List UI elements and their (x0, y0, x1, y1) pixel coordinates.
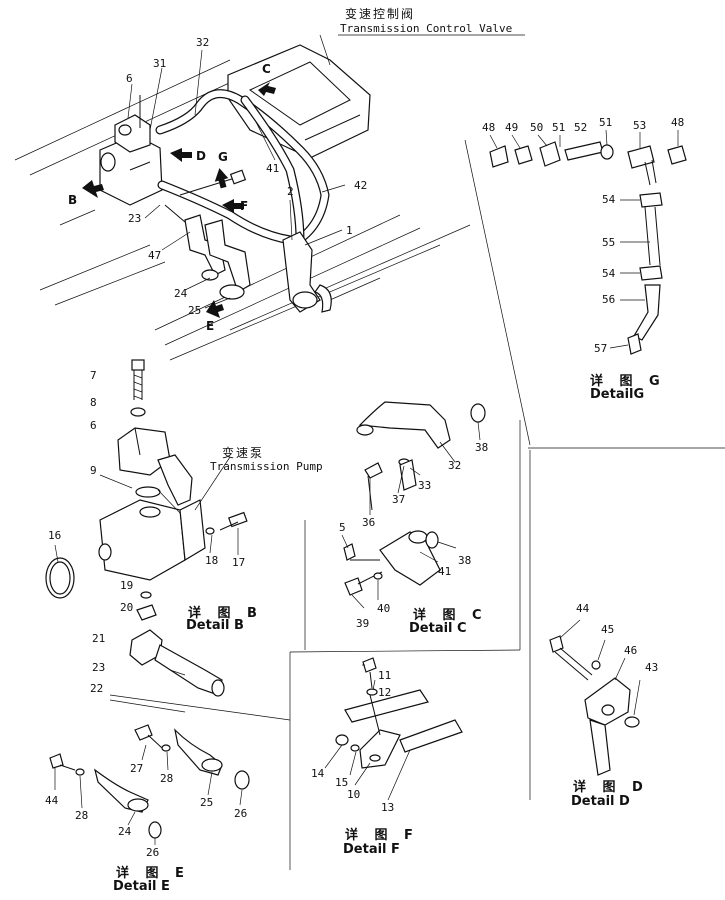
part-number: 44 (45, 794, 59, 807)
part-number: 52 (574, 121, 588, 134)
detail-d-title-cn: 详 图 D (573, 780, 649, 795)
part-number: 41 (438, 565, 452, 578)
part-number: 24 (174, 287, 188, 300)
part-number: 28 (75, 809, 89, 822)
view-arrows-main (82, 82, 276, 318)
pump-assembly-main (99, 95, 163, 206)
part-number: 25 (188, 304, 202, 317)
part-number: 1 (346, 224, 353, 237)
part-number: 53 (633, 119, 647, 132)
detail-g-parts (464, 139, 725, 800)
part-number: 19 (120, 579, 134, 592)
view-arrow-e: E (206, 319, 215, 333)
part-number: 11 (378, 669, 392, 682)
part-number: 55 (602, 236, 616, 249)
part-number: 41 (266, 162, 280, 175)
part-number: 13 (381, 801, 395, 814)
part-number: 56 (602, 293, 616, 306)
detail-c-title-cn: 详 图 C (413, 608, 488, 623)
detail-g-title-en: DetailG (590, 387, 645, 402)
detail-f-parts (335, 657, 463, 769)
part-number: 47 (148, 249, 162, 262)
part-number: 8 (90, 396, 97, 409)
part-number: 36 (362, 516, 376, 529)
part-number: 14 (311, 767, 325, 780)
part-number: 43 (645, 661, 659, 674)
part-number: 22 (90, 682, 104, 695)
view-arrow-d: D (196, 149, 206, 163)
control-valve-title-cn: 变速控制阀 (345, 7, 416, 21)
part-number: 24 (118, 825, 132, 838)
part-number: 27 (130, 762, 144, 775)
detail-e-parts (49, 724, 250, 839)
view-arrow-b: B (68, 193, 78, 207)
part-number: 46 (624, 644, 638, 657)
part-number: 51 (599, 116, 613, 129)
leader-lines (54, 49, 679, 845)
part-number: 38 (475, 441, 489, 454)
part-number: 9 (90, 464, 97, 477)
part-number: 23 (128, 212, 142, 225)
part-number: 26 (234, 807, 248, 820)
hoses-main (155, 89, 332, 313)
part-number: 57 (594, 342, 608, 355)
pump-title-en: Transmission Pump (210, 460, 323, 473)
part-number: 48 (482, 121, 496, 134)
part-number: 2 (287, 185, 294, 198)
detail-b-parts (45, 359, 291, 721)
part-number: 40 (377, 602, 391, 615)
view-arrow-g: G (218, 150, 228, 164)
part-number: 5 (339, 521, 346, 534)
part-number: 18 (205, 554, 219, 567)
part-number: 45 (601, 623, 615, 636)
detail-f-title-en: Detail F (343, 842, 400, 857)
part-number: 21 (92, 632, 106, 645)
part-number: 10 (347, 788, 361, 801)
part-number: 15 (335, 776, 349, 789)
part-number: 17 (232, 556, 246, 569)
part-number: 28 (160, 772, 174, 785)
part-number: 39 (356, 617, 370, 630)
part-number: 7 (90, 369, 97, 382)
part-number: 42 (354, 179, 368, 192)
pump-title-cn: 变速泵 (222, 446, 265, 460)
detail-d-title-en: Detail D (571, 794, 630, 809)
part-number: 32 (448, 459, 462, 472)
section-dividers (289, 420, 521, 870)
control-valve-title-en: Transmission Control Valve (340, 22, 513, 35)
part-number: 32 (196, 36, 210, 49)
part-number: 54 (602, 193, 616, 206)
detail-c-parts (343, 401, 486, 596)
part-number: 38 (458, 554, 472, 567)
part-number: 37 (392, 493, 406, 506)
detail-e-title-en: Detail E (113, 879, 170, 894)
part-number: 33 (418, 479, 432, 492)
view-arrow-f: F (240, 199, 249, 213)
detail-f-title-cn: 详 图 F (345, 828, 419, 843)
view-arrow-c: C (262, 62, 271, 76)
detail-c-title-en: Detail C (409, 621, 467, 636)
part-number: 20 (120, 601, 134, 614)
part-number: 6 (126, 72, 133, 85)
part-number: 26 (146, 846, 160, 859)
part-number: 12 (378, 686, 392, 699)
part-number: 54 (602, 267, 616, 280)
part-number: 16 (48, 529, 62, 542)
detail-d-parts (549, 635, 640, 776)
part-number: 31 (153, 57, 167, 70)
part-number: 50 (530, 121, 544, 134)
detail-b-title-en: Detail B (186, 618, 244, 633)
part-number: 51 (552, 121, 566, 134)
part-number: 49 (505, 121, 519, 134)
part-number: 48 (671, 116, 685, 129)
part-number: 23 (92, 661, 106, 674)
detail-b-title-cn: 详 图 B (188, 606, 263, 621)
part-number: 25 (200, 796, 214, 809)
detail-g-title-cn: 详 图 G (590, 374, 666, 389)
part-number: 44 (576, 602, 590, 615)
part-number: 6 (90, 419, 97, 432)
detail-e-title-cn: 详 图 E (116, 866, 190, 881)
